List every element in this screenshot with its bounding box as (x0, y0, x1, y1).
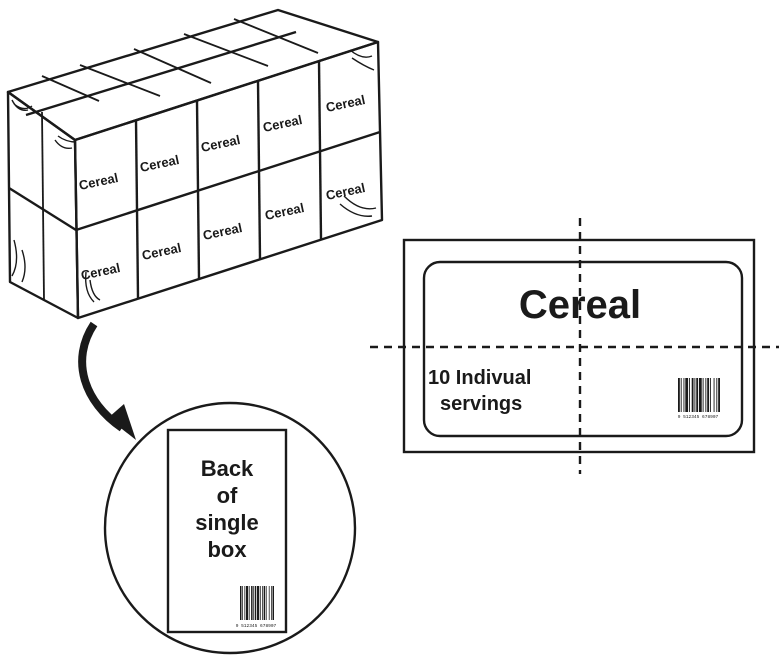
label-inner-border (422, 260, 744, 438)
barcode-bar (242, 586, 243, 620)
barcode-bar (699, 378, 702, 412)
back-text-line: box (207, 537, 247, 562)
box-label: Cereal (78, 170, 120, 193)
barcode-bar (718, 378, 720, 412)
barcode-number: 9 512345 678907 (678, 414, 719, 420)
carton-top-divider (133, 48, 212, 84)
barcode-bar (257, 586, 260, 620)
barcode-bar (244, 586, 246, 620)
box-label: Cereal (262, 112, 304, 135)
barcode-bar (683, 378, 685, 412)
wrap-wrinkle (339, 195, 377, 217)
zoom-view: Back of single box 9 512345 678907 (103, 401, 357, 655)
box-label: Cereal (264, 200, 306, 223)
arrow-head-icon (108, 404, 136, 440)
barcode-bar (685, 378, 689, 412)
barcode-icon (240, 586, 274, 620)
wrap-wrinkle (54, 135, 77, 150)
box-label: Cereal (325, 180, 367, 203)
wrap-wrinkle (11, 239, 26, 283)
carton-top-divider (41, 75, 100, 102)
barcode-bar (265, 586, 267, 620)
barcode-bar (707, 378, 710, 412)
barcode-bar (240, 586, 242, 620)
barcode-bar (678, 378, 680, 412)
back-text-line: of (217, 483, 238, 508)
barcode-bar (268, 586, 270, 620)
carton-top-divider (79, 64, 161, 97)
carton-end-divider (41, 111, 45, 301)
carton-top-divider (25, 30, 297, 117)
carton-front-face (73, 40, 384, 320)
barcode-bar (716, 378, 718, 412)
carton-labels: Cereal Cereal Cereal Cereal Cereal Cerea… (78, 92, 367, 283)
carton-front-divider (134, 119, 140, 299)
wrap-wrinkle (11, 99, 33, 111)
box-label: Cereal (325, 92, 367, 115)
carton-front-divider (75, 130, 381, 232)
barcode-bar (702, 378, 704, 412)
box-label: Cereal (80, 260, 122, 283)
barcode-bar (696, 378, 699, 412)
barcode-bar (688, 378, 690, 412)
label-subtitle-line1: 10 Indivual (428, 367, 531, 389)
barcode-bar (694, 378, 696, 412)
barcode-bar (248, 586, 250, 620)
back-text-line: single (195, 510, 259, 535)
wrap-wrinkle (84, 271, 101, 303)
label-panel: Cereal 10 Indivual servings 9 512345 678… (370, 218, 779, 474)
box-label: Cereal (202, 220, 244, 243)
barcode-bar (254, 586, 257, 620)
barcode-bar (680, 378, 682, 412)
barcode-bar (705, 378, 707, 412)
carton-top-divider (183, 33, 269, 67)
carton-front-divider (256, 80, 262, 260)
shrink-wrapped-carton (6, 8, 384, 320)
wrap-wrinkle (349, 49, 375, 71)
curved-arrow (78, 321, 136, 440)
carton-front-divider (195, 100, 201, 280)
barcode-bar (245, 586, 249, 620)
back-text-line: Back (201, 456, 254, 481)
barcode-bar (691, 378, 694, 412)
box-label: Cereal (141, 240, 183, 263)
barcode-bar (271, 586, 272, 620)
barcode-bar (263, 586, 266, 620)
barcode-bar (262, 586, 263, 620)
carton-front-divider (317, 60, 323, 240)
barcode-bar (259, 586, 261, 620)
label-subtitle-line2: servings (440, 393, 522, 415)
barcode-bar (253, 586, 255, 620)
carton-top-divider (233, 18, 319, 54)
barcode-bar (272, 586, 274, 620)
barcode-bar (713, 378, 715, 412)
barcode-icon (678, 378, 720, 412)
barcode-number: 9 512345 678907 (236, 623, 277, 629)
barcode-bar (251, 586, 253, 620)
box-label: Cereal (139, 152, 181, 175)
barcode-bar (709, 378, 711, 412)
box-label: Cereal (200, 132, 242, 155)
